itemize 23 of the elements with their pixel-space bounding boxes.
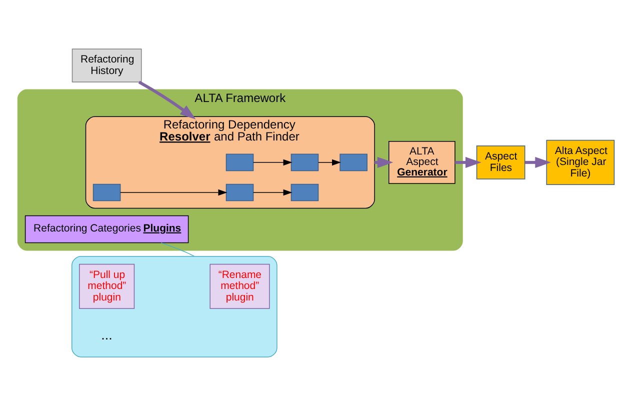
cluster: [72, 256, 278, 358]
node-box: [290, 184, 319, 202]
node-box: “Pull up method” plugin: [79, 264, 135, 309]
node-box: [290, 154, 319, 172]
node-box: [340, 154, 368, 172]
node-box: Aspect Files: [476, 146, 526, 180]
node-box: [226, 154, 254, 172]
arrow: [252, 189, 292, 196]
label: ...: [101, 327, 112, 342]
arrow: [318, 159, 342, 166]
arrow: [138, 80, 196, 120]
node-box: ALTA Aspect Generator: [388, 141, 456, 184]
node-box: Alta Aspect (Single Jar File): [546, 140, 615, 185]
node-box: [226, 184, 254, 202]
node-box: [92, 184, 121, 202]
arrow: [524, 156, 551, 168]
node-box: Refactoring History: [72, 48, 142, 82]
arrow: [252, 159, 292, 166]
node-box: “Rename method” plugin: [210, 264, 270, 309]
cluster: Refactoring Dependency Resolver and Path Finder: [85, 116, 375, 209]
node-box: Refactoring Categories Plugins: [24, 215, 189, 244]
arrow: [120, 189, 228, 196]
arrow: [455, 156, 482, 168]
